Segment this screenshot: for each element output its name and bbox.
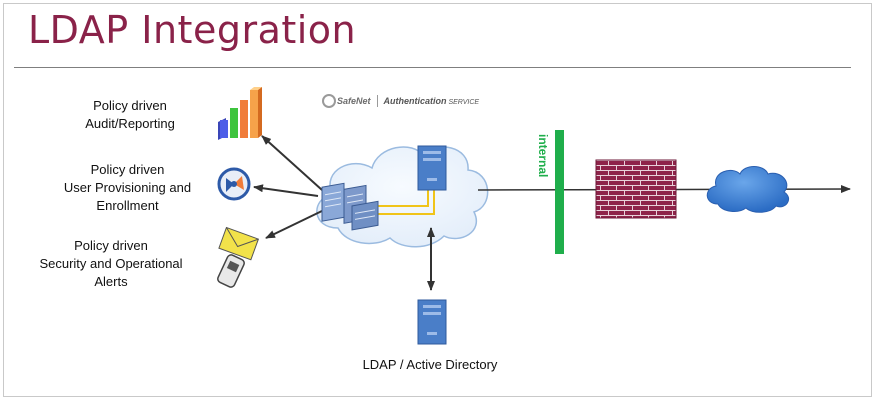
bar-chart-icon [218,87,262,140]
data-link-1 [372,190,429,207]
title-divider [14,67,851,68]
brand-service-rest: SERVICE [446,99,480,106]
user-provisioning-label: Policy driven User Provisioning and Enro… [50,161,205,215]
brand-separator [376,95,378,107]
provisioning-label-line-3: Enrollment [96,198,159,213]
arrow-to-audit [261,135,323,191]
arrow-to-provisioning [253,184,319,197]
authentication-server-icon [417,145,447,191]
data-link-2 [372,190,435,215]
provisioning-icon [217,167,251,201]
alerts-label-line-1: Policy driven [74,238,148,253]
appliance-icon [321,182,379,231]
brand-name: SafeNet [337,96,371,106]
firewall-icon [595,159,677,219]
email-alert-icon [217,226,260,288]
audit-reporting-label: Policy driven Audit/Reporting [60,97,200,133]
audit-label-line-2: Audit/Reporting [85,116,175,131]
provisioning-label-line-1: Policy driven [90,162,165,177]
alerts-label-line-3: Alerts [94,274,128,289]
brand-service: Authentication SERVICE [384,96,480,106]
ldap-server-icon [417,299,447,345]
alerts-label-line-2: Security and Operational [39,256,183,271]
brand-service-bold: Authentication [383,96,447,106]
slide-frame [3,3,872,397]
arrow-to-alerts [265,209,325,239]
provisioning-label-line-2: User Provisioning and [63,180,192,195]
audit-label-line-1: Policy driven [93,98,167,113]
alerts-label: Policy driven Security and Operational A… [26,237,196,291]
internal-label: internal [536,134,550,177]
safenet-logo-icon [322,94,336,108]
slide-title: LDAP Integration [28,8,357,52]
internal-boundary-bar [555,130,564,254]
safenet-brand: SafeNet Authentication SERVICE [322,94,479,112]
ldap-directory-label: LDAP / Active Directory [362,357,498,372]
internet-cloud-icon [706,166,789,213]
